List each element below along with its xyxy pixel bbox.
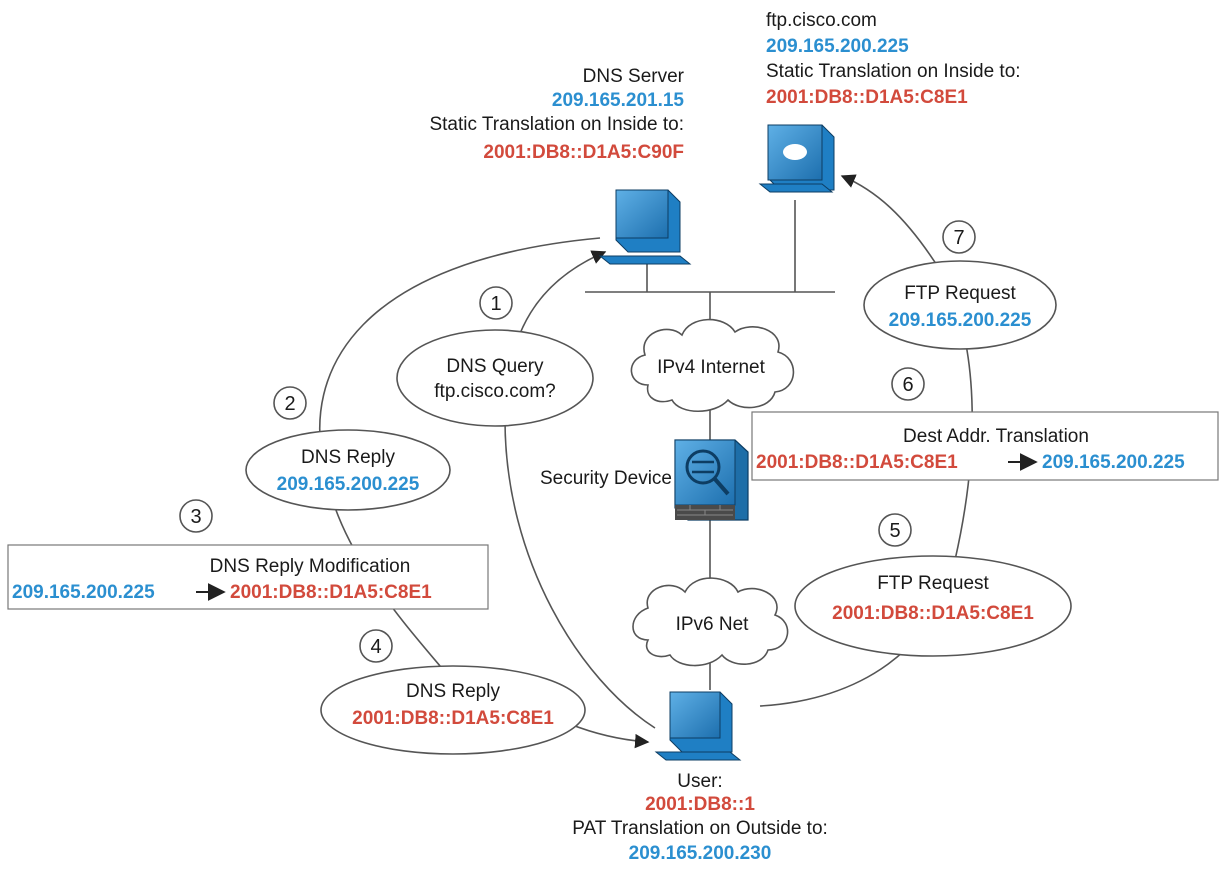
user-ipv6: 2001:DB8::1 — [645, 794, 755, 815]
step-4-dns-reply-bubble: DNS Reply 2001:DB8::D1A5:C8E1 — [320, 665, 586, 755]
step-3-from: 209.165.200.225 — [12, 582, 155, 603]
step-1-dns-query-bubble: DNS Query ftp.cisco.com? — [396, 329, 594, 427]
step-3-number: 3 — [190, 506, 201, 528]
step-2-line1: DNS Reply — [301, 447, 395, 468]
ftp-server-note: Static Translation on Inside to: — [766, 61, 1021, 82]
dns-server-title: DNS Server — [583, 66, 685, 87]
ftp-server-ipv6: 2001:DB8::D1A5:C8E1 — [766, 87, 968, 108]
step-7-number: 7 — [953, 227, 964, 249]
step-6-marker: 6 — [891, 367, 925, 401]
ftp-server-labels: ftp.cisco.com 209.165.200.225 Static Tra… — [766, 10, 1021, 108]
step-1-line1: DNS Query — [446, 356, 544, 377]
user-ipv4: 209.165.200.230 — [629, 843, 772, 864]
step-4-marker: 4 — [359, 629, 393, 663]
step-7-line1: FTP Request — [904, 283, 1016, 304]
step-6-title: Dest Addr. Translation — [903, 426, 1089, 447]
ipv6-net-label: IPv6 Net — [676, 614, 750, 635]
dns-server-computer-icon — [598, 189, 692, 265]
user-note: PAT Translation on Outside to: — [572, 818, 828, 839]
step-5-line1: FTP Request — [877, 573, 989, 594]
step-6-dest-addr-translation-box: Dest Addr. Translation 2001:DB8::D1A5:C8… — [751, 411, 1219, 481]
step-3-dns-reply-modification-box: DNS Reply Modification 209.165.200.225 2… — [7, 544, 489, 610]
security-device-label: Security Device — [540, 468, 672, 489]
step-2-marker: 2 — [273, 386, 307, 420]
ftp-server-title: ftp.cisco.com — [766, 10, 877, 31]
step-4-number: 4 — [370, 636, 381, 658]
user-title: User: — [677, 771, 722, 792]
ipv4-internet-cloud: IPv4 Internet — [630, 318, 795, 412]
firewall-icon — [674, 439, 749, 521]
step-4-line2: 2001:DB8::D1A5:C8E1 — [352, 708, 554, 729]
step-2-dns-reply-bubble: DNS Reply 209.165.200.225 — [245, 429, 451, 511]
ipv4-internet-label: IPv4 Internet — [657, 357, 765, 378]
step-1-line2: ftp.cisco.com? — [434, 381, 555, 402]
step-2-line2: 209.165.200.225 — [277, 474, 420, 495]
step-7-line2: 209.165.200.225 — [889, 310, 1032, 331]
step-6-from: 2001:DB8::D1A5:C8E1 — [756, 452, 958, 473]
step-6-number: 6 — [902, 374, 913, 396]
step-5-ftp-request-bubble: FTP Request 2001:DB8::D1A5:C8E1 — [794, 555, 1072, 657]
step-7-marker: 7 — [942, 220, 976, 254]
step-2-number: 2 — [284, 393, 295, 415]
step-5-marker: 5 — [878, 513, 912, 547]
step-7-ftp-request-bubble: FTP Request 209.165.200.225 — [863, 260, 1057, 350]
ftp-server-icon — [758, 124, 835, 193]
step-4-line1: DNS Reply — [406, 681, 500, 702]
dns-server-note: Static Translation on Inside to: — [429, 114, 684, 135]
step-1-number: 1 — [490, 293, 501, 315]
dns-server-labels: DNS Server 209.165.201.15 Static Transla… — [429, 66, 684, 163]
ftp-server-ipv4: 209.165.200.225 — [766, 36, 909, 57]
user-labels: User: 2001:DB8::1 PAT Translation on Out… — [572, 771, 828, 864]
step-3-title: DNS Reply Modification — [210, 556, 411, 577]
user-computer-icon — [654, 691, 742, 761]
dns-server-ipv6: 2001:DB8::D1A5:C90F — [483, 142, 684, 163]
step-1-marker: 1 — [479, 286, 513, 320]
step-5-number: 5 — [889, 520, 900, 542]
step-3-to: 2001:DB8::D1A5:C8E1 — [230, 582, 432, 603]
step-6-to: 209.165.200.225 — [1042, 452, 1185, 473]
step-3-marker: 3 — [179, 499, 213, 533]
ipv6-net-cloud: IPv6 Net — [632, 577, 789, 667]
flow-arc-dns-query — [504, 250, 656, 729]
dns-server-ipv4: 209.165.201.15 — [552, 90, 685, 111]
step-5-line2: 2001:DB8::D1A5:C8E1 — [832, 603, 1034, 624]
